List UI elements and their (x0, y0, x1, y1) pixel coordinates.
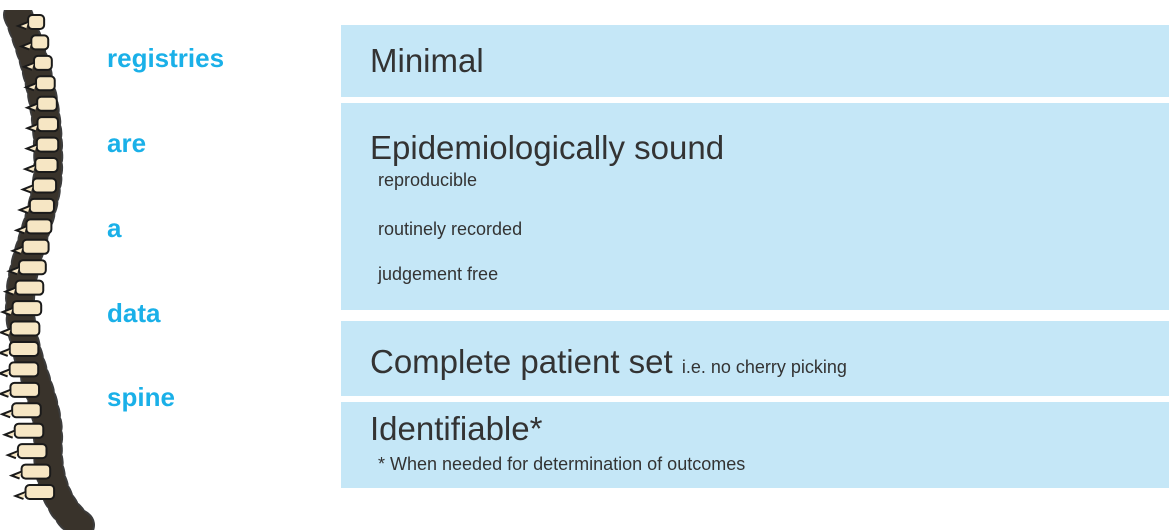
vertebra (31, 177, 58, 194)
vertebra-process (5, 450, 19, 460)
vertebra (16, 443, 48, 460)
vertebra-process (0, 307, 13, 317)
vertebra-process (12, 491, 26, 500)
vertebra-process (20, 184, 34, 194)
box-title-text: Complete patient set (370, 343, 673, 380)
vertebra-process (18, 41, 32, 51)
vertebra (21, 238, 50, 255)
box-minimal: Minimal (341, 25, 1169, 97)
vertebra (35, 75, 56, 92)
vertebra (14, 279, 45, 296)
vertebra-process (17, 204, 31, 214)
vertebra-process (24, 102, 38, 112)
word-spine: spine (107, 382, 175, 412)
sub-item: routinely recorded (378, 219, 523, 239)
vertebra-process (0, 348, 11, 357)
vertebra (11, 402, 42, 419)
vertebra-process (9, 245, 24, 255)
vertebra (33, 54, 53, 71)
box-epidemiologically-sound: Epidemiologically sound reproducible rou… (341, 103, 1169, 310)
vertebra (13, 422, 45, 439)
vertebra-process (13, 225, 27, 235)
sub-item: judgement free (378, 264, 499, 284)
vertebra (9, 320, 41, 337)
spine-illustration (0, 10, 95, 530)
vertebra-process (0, 327, 12, 337)
vertebra (34, 157, 59, 174)
vertebra (18, 259, 47, 276)
word-registries: registries (107, 43, 225, 73)
vertebra (24, 484, 56, 500)
sub-item: reproducible (378, 170, 478, 190)
vertebra (11, 300, 43, 317)
vertebra (36, 95, 58, 112)
vertebra (25, 218, 53, 235)
vertebra (35, 136, 60, 153)
box-title: Complete patient set i.e. no cherry pick… (370, 343, 847, 386)
vertebra (30, 34, 50, 51)
vertebra-process (1, 429, 16, 439)
vertebra (8, 340, 40, 357)
box-identifiable: Identifiable* * When needed for determin… (341, 402, 1169, 488)
word-are: are (107, 128, 147, 158)
vertebra-process (22, 164, 36, 173)
box-complete-patient-set: Complete patient set i.e. no cherry pick… (341, 321, 1169, 396)
vertebra-process (8, 470, 22, 480)
vertebra-process (15, 21, 29, 30)
vertebra-process (0, 388, 11, 398)
vertebra-process (6, 266, 20, 276)
box-title: Identifiable* (370, 410, 543, 447)
vertebra (36, 116, 59, 133)
footnote: * When needed for determination of outco… (378, 454, 746, 474)
box-note: i.e. no cherry picking (681, 357, 847, 377)
vertebra-process (24, 123, 38, 133)
vertebra-process (0, 409, 13, 419)
vertebra (27, 14, 46, 30)
vertebra-process (24, 143, 38, 153)
vertebra (20, 463, 52, 480)
vertebra (9, 381, 41, 398)
vertebra-process (23, 82, 37, 92)
box-title: Minimal (370, 42, 484, 79)
box-title: Epidemiologically sound (370, 129, 725, 166)
word-data: data (107, 298, 161, 328)
vertebra-process (21, 61, 35, 71)
vertebra-process (2, 286, 16, 296)
vertebra (8, 361, 40, 378)
vertebra (28, 197, 55, 214)
vertebra-process (0, 368, 10, 378)
word-a: a (107, 213, 122, 243)
